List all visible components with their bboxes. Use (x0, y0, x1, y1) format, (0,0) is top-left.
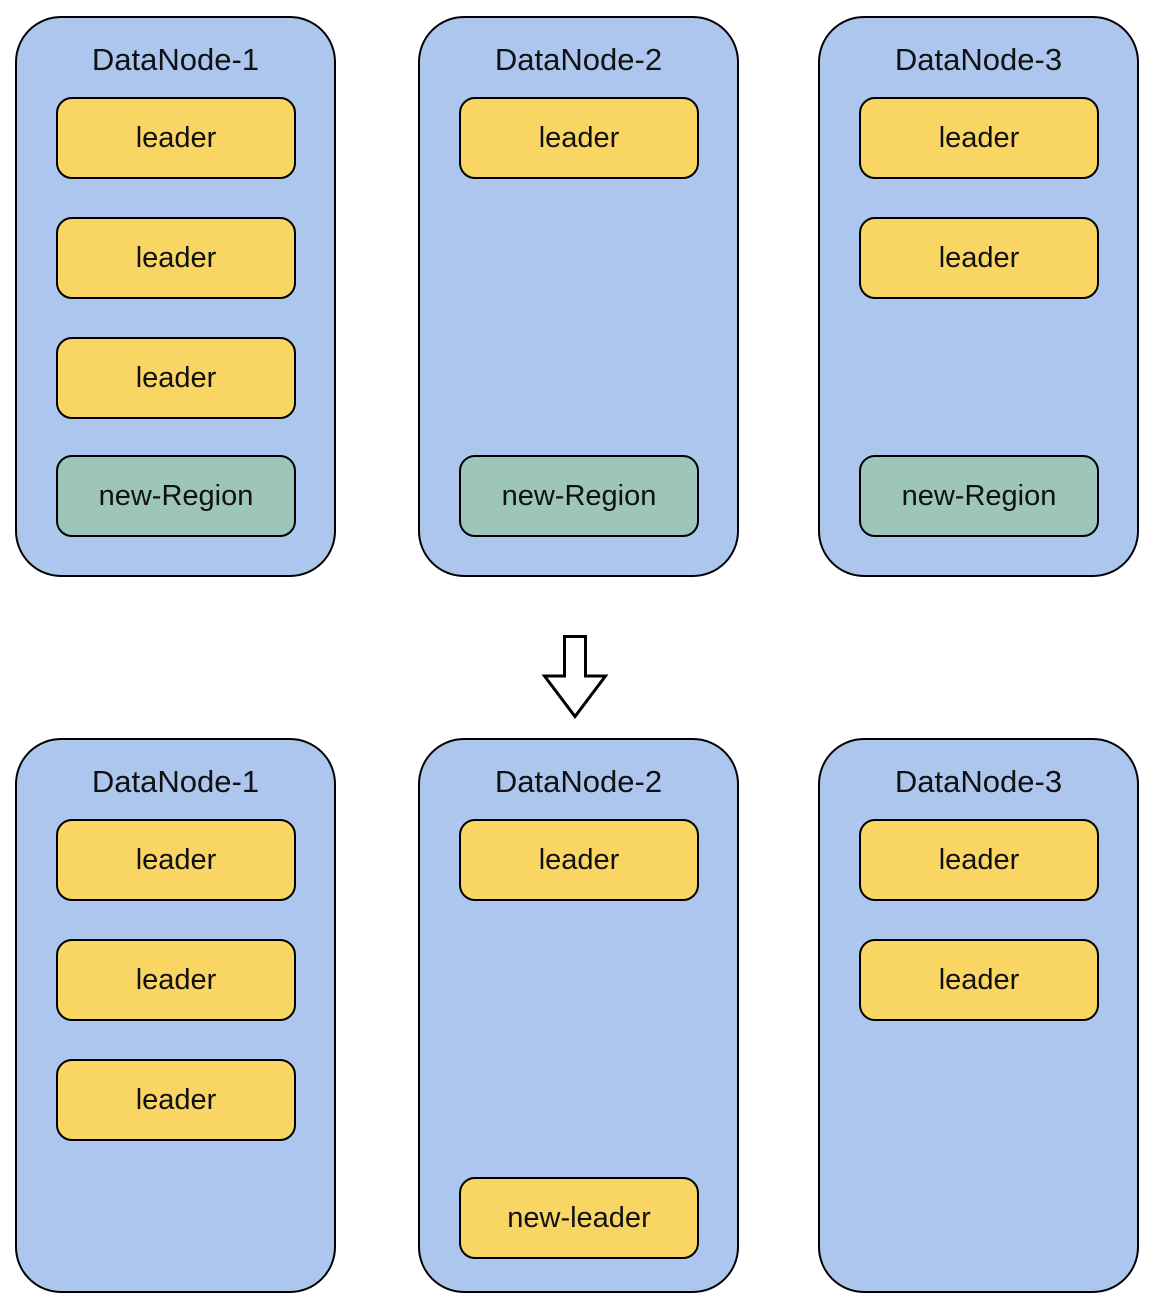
leader-box: leader (56, 939, 296, 1021)
new-region-box: new-Region (459, 455, 699, 537)
leader-box: leader (859, 939, 1099, 1021)
node-title: DataNode-2 (494, 42, 663, 77)
leader-box: leader (459, 97, 699, 179)
leader-box: leader (56, 217, 296, 299)
new-region-box: new-Region (56, 455, 296, 537)
datanode-1-before: DataNode-1 leader leader leader new-Regi… (15, 16, 336, 577)
new-leader-box: new-leader (459, 1177, 699, 1259)
datanode-3-before: DataNode-3 leader leader new-Region (818, 16, 1139, 577)
node-title: DataNode-2 (494, 764, 663, 799)
leader-box: leader (459, 819, 699, 901)
node-title: DataNode-1 (91, 42, 260, 77)
leader-box: leader (56, 337, 296, 419)
leader-box: leader (859, 819, 1099, 901)
leader-box: leader (859, 97, 1099, 179)
datanode-2-before: DataNode-2 leader new-Region (418, 16, 739, 577)
down-arrow-icon (541, 635, 609, 719)
leader-box: leader (56, 1059, 296, 1141)
leader-box: leader (56, 819, 296, 901)
datanode-1-after: DataNode-1 leader leader leader (15, 738, 336, 1293)
leader-box: leader (56, 97, 296, 179)
node-title: DataNode-1 (91, 764, 260, 799)
node-title: DataNode-3 (894, 42, 1063, 77)
new-region-box: new-Region (859, 455, 1099, 537)
datanode-3-after: DataNode-3 leader leader (818, 738, 1139, 1293)
node-title: DataNode-3 (894, 764, 1063, 799)
leader-box: leader (859, 217, 1099, 299)
datanode-2-after: DataNode-2 leader new-leader (418, 738, 739, 1293)
